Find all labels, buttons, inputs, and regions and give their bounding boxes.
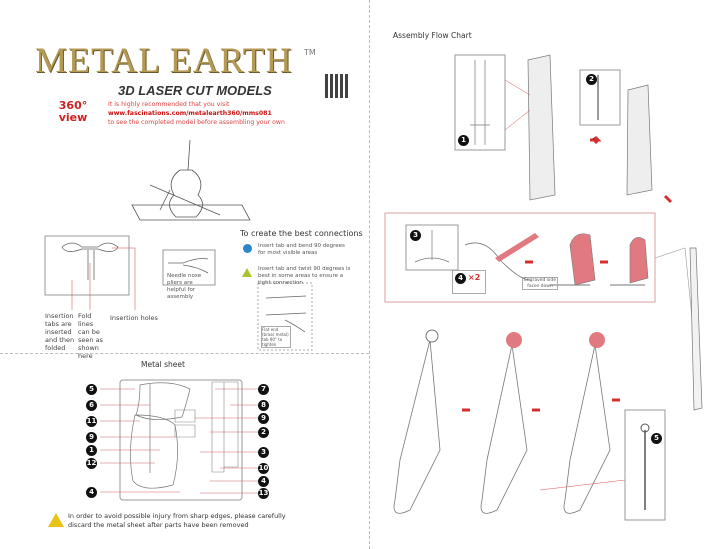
tab-diagram-box: [44, 235, 130, 296]
trademark: TM: [304, 48, 316, 57]
part-number: 10: [258, 463, 269, 474]
step5-box: [624, 409, 666, 521]
assembled-cello-steps: [393, 339, 611, 514]
part-number: 9: [258, 413, 269, 424]
step3-row-box: [384, 212, 656, 303]
arrow-icon: [663, 194, 673, 204]
metal-sheet-title: Metal sheet: [141, 360, 185, 369]
part-number: 13: [258, 488, 269, 499]
part-number: 4: [258, 476, 269, 487]
twist-note: Flat end (brass metal) tab 90° to tighte…: [261, 326, 291, 348]
green-triangle-icon: [242, 268, 252, 277]
step-number: 2: [586, 74, 597, 85]
step4-box: 4 ×2: [452, 270, 486, 294]
warning-line: In order to avoid possible injury from s…: [68, 512, 286, 520]
scroll-part: [569, 233, 649, 286]
intro-line: to see the completed model before assemb…: [108, 119, 285, 126]
step-number: 1: [458, 135, 469, 146]
bend-tip: Insert tab and bend 90 degrees for most …: [258, 243, 345, 256]
label-fold-lines: Fold lines can be seen as shown here: [78, 312, 103, 360]
part-number: 6: [86, 400, 97, 411]
arrow-icon: [590, 135, 602, 145]
360-view-icon: 360° view: [58, 99, 88, 124]
arrow-icon: [462, 398, 620, 412]
brand-tagline: 3D LASER CUT MODELS: [118, 83, 272, 98]
scroll-part: [495, 233, 539, 262]
twist-tip: Insert tab and twist 90 degrees is best …: [258, 266, 351, 286]
brand-logo: METAL EARTH: [35, 40, 293, 80]
pliers-note: Needle nose pliers are helpful for assem…: [167, 273, 202, 300]
label-insertion-tabs: Insertion tabs are inserted and then fol…: [45, 312, 75, 352]
part-number: 1: [86, 445, 97, 456]
part-number: 4: [86, 487, 97, 498]
metal-sheet: [119, 379, 243, 501]
step-number: 3: [410, 230, 421, 241]
qr-code[interactable]: [325, 74, 349, 98]
warning-text: In order to avoid possible injury from s…: [68, 512, 286, 530]
pliers-box: [162, 249, 216, 286]
part-number: 5: [86, 384, 97, 395]
part-number: 8: [258, 400, 269, 411]
step4-quantity: ×2: [468, 273, 481, 282]
section-divider: [0, 353, 369, 354]
step2-box: [579, 69, 621, 126]
part-number: 11: [86, 416, 97, 427]
connections-title: To create the best connections: [240, 229, 363, 238]
step-number: 4: [455, 273, 466, 284]
label-insertion-holes: Insertion holes: [110, 314, 158, 322]
step-number: 5: [651, 433, 662, 444]
page-divider: [369, 0, 370, 549]
part-number: 7: [258, 384, 269, 395]
warning-icon: [48, 513, 64, 527]
neck-part: [626, 84, 653, 196]
engraved-note: Engraved side faces down: [522, 277, 558, 290]
warning-line: discard the metal sheet after parts have…: [68, 521, 249, 529]
neck-part: [527, 54, 556, 201]
model-url-link[interactable]: www.fascinations.com/metalearth360/mms08…: [108, 110, 272, 117]
twist-diagram-box: [257, 282, 313, 351]
part-number: 9: [86, 432, 97, 443]
step1-box: [454, 54, 506, 151]
blue-circle-icon: [243, 244, 252, 253]
intro-line: It is highly recommended that you visit: [108, 101, 230, 108]
flow-chart-title: Assembly Flow Chart: [393, 31, 472, 40]
part-number: 3: [258, 447, 269, 458]
part-number: 2: [258, 427, 269, 438]
neck-part: [689, 247, 703, 411]
intro-text: It is highly recommended that you visit …: [108, 100, 285, 127]
part-number: 12: [86, 458, 97, 469]
cello-preview-image: [131, 139, 251, 221]
